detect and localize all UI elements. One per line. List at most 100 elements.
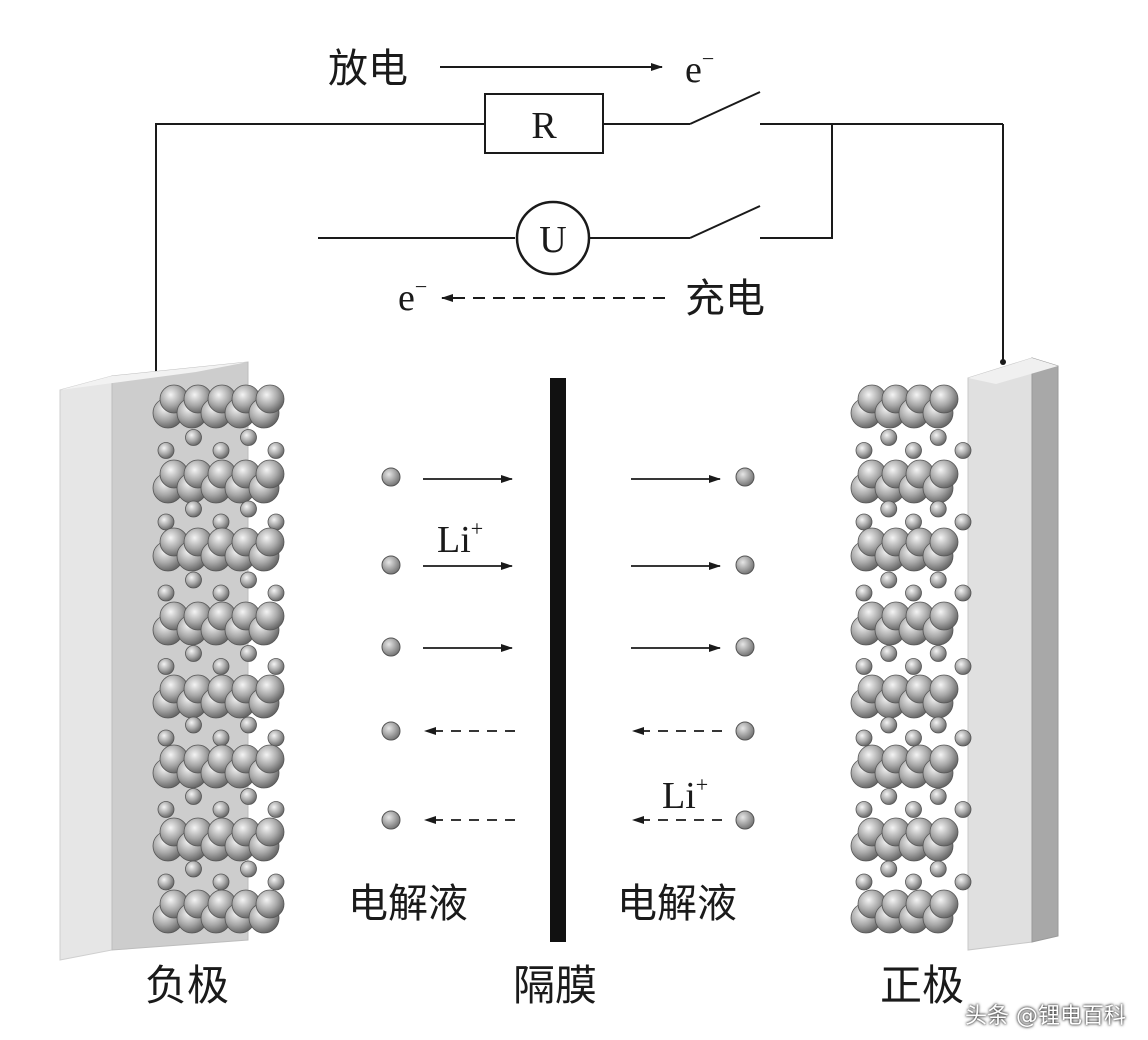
host-particle (255, 527, 285, 557)
li-ion-right-2 (735, 555, 755, 575)
voltage-source-label: U (539, 219, 566, 261)
charge-electron: e− (398, 274, 427, 319)
intercalated-lithium (954, 584, 972, 602)
intercalated-lithium (212, 729, 230, 747)
intercalated-lithium (157, 584, 175, 602)
intercalated-lithium (267, 442, 285, 459)
intercalated-lithium (855, 658, 873, 675)
intercalated-lithium (240, 429, 257, 446)
host-particle (255, 601, 285, 631)
intercalated-lithium (267, 729, 285, 747)
intercalated-lithium (905, 584, 922, 602)
host-particle (929, 527, 959, 557)
li-ion-right-1 (735, 467, 755, 487)
intercalated-lithium (267, 873, 285, 891)
intercalated-lithium (954, 873, 972, 891)
intercalated-lithium (157, 513, 175, 531)
intercalated-lithium (929, 645, 947, 662)
intercalated-lithium (212, 442, 230, 459)
intercalated-lithium (929, 788, 947, 805)
intercalated-lithium (212, 584, 230, 602)
intercalated-lithium (185, 571, 202, 589)
host-particle (929, 889, 959, 919)
intercalated-lithium (880, 716, 898, 734)
intercalated-lithium (855, 513, 873, 531)
li-ion-right-3 (735, 637, 755, 657)
host-particle (929, 744, 959, 774)
intercalated-lithium (954, 442, 972, 459)
intercalated-lithium (880, 645, 898, 662)
li-ion-left-3 (381, 637, 401, 657)
li-ion-right-4 (735, 721, 755, 741)
lithium-ion-migration (381, 467, 755, 830)
separator-label: 隔膜 (513, 961, 597, 1010)
intercalated-lithium (855, 584, 873, 602)
intercalated-lithium (157, 801, 175, 818)
intercalated-lithium (954, 729, 972, 747)
positive-current-collector (967, 357, 1059, 951)
intercalated-lithium (880, 788, 898, 805)
intercalated-lithium (185, 860, 202, 878)
intercalated-lithium (157, 729, 175, 747)
intercalated-lithium (905, 442, 922, 459)
li-ion-label-left: Li+ (437, 516, 483, 561)
negative-electrode-label: 负极 (145, 961, 229, 1010)
host-particle (929, 459, 959, 489)
intercalated-lithium (880, 429, 898, 446)
wire-junction-dot (1000, 359, 1006, 365)
intercalated-lithium (240, 500, 257, 518)
intercalated-lithium (267, 584, 285, 602)
intercalated-lithium (954, 658, 972, 675)
host-particle (929, 601, 959, 631)
li-ion-left-2 (381, 555, 401, 575)
li-ion-left-1 (381, 467, 401, 487)
intercalated-lithium (880, 860, 898, 878)
host-particle (255, 817, 285, 847)
intercalated-lithium (157, 442, 175, 459)
host-particle (255, 744, 285, 774)
intercalated-lithium (929, 500, 947, 518)
intercalated-lithium (855, 873, 873, 891)
intercalated-lithium (212, 658, 230, 675)
intercalated-lithium (240, 788, 257, 805)
electrolyte-label-left: 电解液 (348, 881, 468, 927)
intercalated-lithium (267, 513, 285, 531)
intercalated-lithium (855, 442, 873, 459)
intercalated-lithium (954, 513, 972, 531)
discharge-electron: e− (685, 46, 714, 91)
intercalated-lithium (929, 429, 947, 446)
intercalated-lithium (240, 860, 257, 878)
host-particle (255, 889, 285, 919)
li-ion-right-5 (735, 810, 755, 830)
intercalated-lithium (267, 801, 285, 818)
host-particle (255, 459, 285, 489)
intercalated-lithium (905, 729, 922, 747)
host-particle (255, 384, 285, 414)
intercalated-lithium (929, 716, 947, 734)
intercalated-lithium (212, 801, 230, 818)
intercalated-lithium (855, 729, 873, 747)
intercalated-lithium (905, 873, 922, 891)
host-particle (255, 674, 285, 704)
intercalated-lithium (267, 658, 285, 675)
intercalated-lithium (185, 645, 202, 662)
intercalated-lithium (855, 801, 873, 818)
li-ion-left-5 (381, 810, 401, 830)
intercalated-lithium (240, 571, 257, 589)
resistor-box (484, 93, 604, 154)
intercalated-lithium (185, 500, 202, 518)
discharge-label: 放电 (328, 46, 408, 92)
watermark: 头条 @锂电百科 (965, 1004, 1126, 1029)
negative-electrode-particles (152, 384, 285, 934)
circuit-wires (155, 91, 1004, 372)
intercalated-lithium (185, 716, 202, 734)
intercalated-lithium (240, 645, 257, 662)
negative-current-collector (59, 361, 249, 961)
intercalated-lithium (185, 788, 202, 805)
positive-electrode-particles (850, 384, 972, 934)
positive-electrode-label: 正极 (880, 961, 964, 1010)
intercalated-lithium (880, 571, 898, 589)
intercalated-lithium (240, 716, 257, 734)
intercalated-lithium (905, 658, 922, 675)
